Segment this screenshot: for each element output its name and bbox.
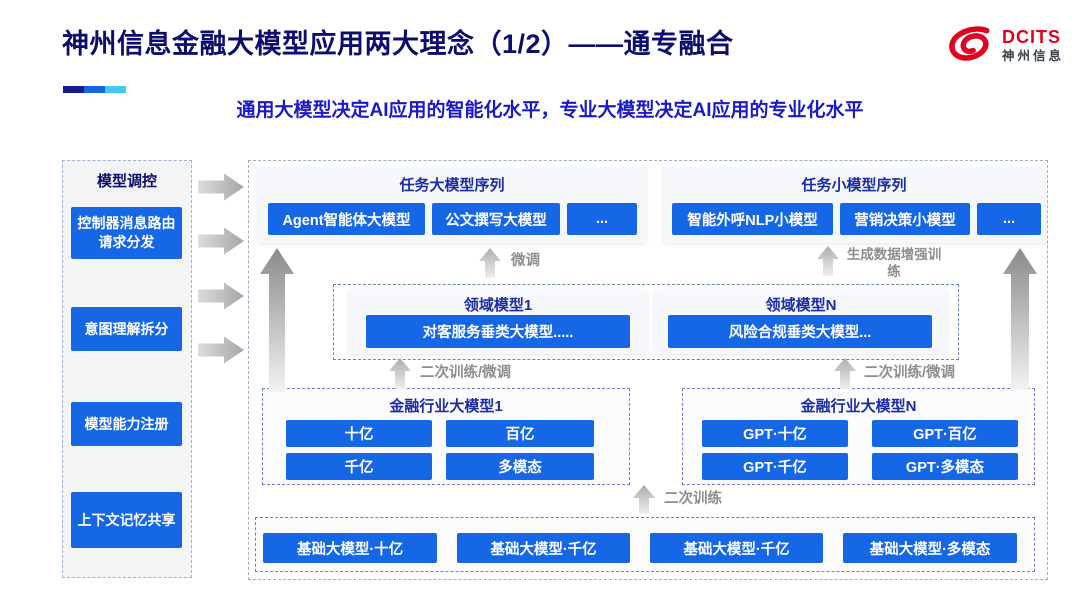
accent-segment-mid (84, 86, 105, 93)
base-box-2: 基础大模型·千亿 (457, 533, 630, 563)
gendata-label: 生成数据增强训练 (846, 247, 942, 279)
industryN-box-2: GPT·百亿 (872, 420, 1018, 447)
retrain-label-bottom: 二次训练 (664, 491, 722, 507)
accent-segment-light (105, 86, 126, 93)
domainN-box: 风险合规垂类大模型... (668, 315, 932, 348)
finetune-label: 微调 (511, 253, 540, 269)
accent-segment-dark (63, 86, 84, 93)
sidebar-title: 模型调控 (96, 173, 157, 190)
task-small-title: 任务小模型序列 (801, 177, 907, 194)
logo-name: DCITS (1002, 27, 1061, 48)
retrain-label-left: 二次训练/微调 (420, 365, 512, 381)
task-large-box-agent: Agent智能体大模型 (268, 203, 425, 235)
task-small-box-nlp: 智能外呼NLP小模型 (672, 203, 833, 235)
domain-models-frame (333, 284, 959, 360)
industry1-box-4: 多模态 (446, 453, 594, 480)
slide-subtitle: 通用大模型决定AI应用的智能化水平，专业大模型决定AI应用的专业化水平 (236, 100, 864, 121)
industry1-box-2: 百亿 (446, 420, 594, 447)
industryN-box-1: GPT·十亿 (702, 420, 848, 447)
sidebar-item-router: 控制器消息路由请求分发 (71, 207, 182, 259)
task-large-title: 任务大模型序列 (399, 177, 505, 194)
dispatch-arrow-1 (198, 173, 244, 201)
industryN-box-3: GPT·千亿 (702, 453, 848, 480)
accent-bar (63, 86, 126, 93)
base-box-1: 基础大模型·十亿 (263, 533, 437, 563)
sidebar-item-context: 上下文记忆共享 (71, 492, 182, 548)
task-small-box-more: ... (977, 203, 1041, 235)
retrain-label-right: 二次训练/微调 (864, 365, 956, 381)
task-large-box-more: ... (567, 203, 637, 235)
sidebar-item-intent: 意图理解拆分 (71, 307, 182, 351)
model-control-panel: 模型调控 控制器消息路由请求分发 意图理解拆分 模型能力注册 上下文记忆共享 (62, 160, 192, 578)
main-architecture-frame (248, 160, 1048, 580)
domain1-title: 领域模型1 (463, 297, 533, 314)
base-box-4: 基础大模型·多模态 (843, 533, 1017, 563)
industryN-box-4: GPT·多模态 (872, 453, 1018, 480)
dispatch-arrow-3 (198, 282, 244, 310)
task-large-box-doc: 公文撰写大模型 (432, 203, 560, 235)
logo-caption: 神州信息 (1002, 49, 1065, 64)
industry1-box-1: 十亿 (286, 420, 432, 447)
industry1-box-3: 千亿 (286, 453, 432, 480)
dispatch-arrow-4 (198, 336, 244, 364)
task-small-box-marketing: 营销决策小模型 (840, 203, 970, 235)
industry1-title: 金融行业大模型1 (389, 398, 503, 415)
domainN-title: 领域模型N (765, 297, 837, 314)
domain1-box: 对客服务垂类大模型..... (366, 315, 630, 348)
industryN-title: 金融行业大模型N (800, 398, 917, 415)
dcits-swirl-icon (949, 26, 990, 61)
dcits-logo: DCITS 神州信息 (944, 24, 1064, 68)
dispatch-arrow-2 (198, 227, 244, 255)
page-title: 神州信息金融大模型应用两大理念（1/2）——通专融合 (62, 29, 734, 59)
base-box-3: 基础大模型·千亿 (650, 533, 823, 563)
sidebar-item-register: 模型能力注册 (71, 402, 182, 446)
